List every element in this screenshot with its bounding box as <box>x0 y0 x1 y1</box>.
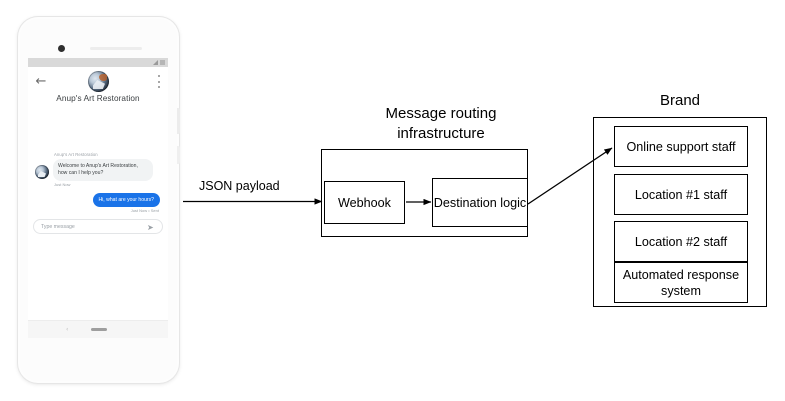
brand-item-automated-response: Automated response system <box>614 262 748 303</box>
power-button[interactable] <box>177 108 180 134</box>
json-payload-label: JSON payload <box>199 179 280 193</box>
brand-item-location-2: Location #2 staff <box>614 221 748 262</box>
send-icon[interactable]: ➤ <box>147 222 154 232</box>
front-camera-icon <box>58 45 65 52</box>
phone-screen: ← Anup's Art Restoration Anup's Art Rest… <box>28 58 168 338</box>
kebab-menu-icon[interactable] <box>157 75 160 88</box>
outgoing-message-timestamp: Just Now • Sent <box>130 208 159 213</box>
nav-home-pill[interactable] <box>91 328 107 331</box>
status-bar-icons <box>153 60 165 65</box>
message-avatar <box>35 165 49 179</box>
incoming-message-timestamp: Just Now <box>54 182 71 187</box>
webhook-node: Webhook <box>324 181 405 224</box>
message-input[interactable]: Type message ➤ <box>33 219 163 234</box>
business-avatar <box>88 71 109 92</box>
brand-item-online-support: Online support staff <box>614 126 748 167</box>
destination-logic-node: Destination logic <box>432 178 528 227</box>
battery-icon <box>160 60 165 65</box>
android-nav-bar: ‹ <box>28 320 168 338</box>
incoming-message-bubble: Welcome to Anup's Art Restoration, how c… <box>53 159 153 181</box>
chat-app-bar: ← Anup's Art Restoration <box>28 67 168 121</box>
nav-back-icon[interactable]: ‹ <box>66 326 69 333</box>
brand-title: Brand <box>659 92 701 109</box>
business-name: Anup's Art Restoration <box>56 94 140 103</box>
volume-button[interactable] <box>177 146 180 164</box>
wifi-icon <box>153 60 158 65</box>
outgoing-message-bubble: Hi, what are your hours? <box>92 193 160 207</box>
back-arrow-icon[interactable]: ← <box>35 74 47 89</box>
infrastructure-title: Message routing infrastructure <box>385 105 497 142</box>
status-bar <box>28 58 168 67</box>
phone-speaker-grille <box>90 47 142 50</box>
message-sender-label: Anup's Art Restoration <box>54 152 98 157</box>
brand-item-location-1: Location #1 staff <box>614 174 748 215</box>
chat-thread: Anup's Art Restoration Welcome to Anup's… <box>28 121 168 316</box>
message-input-placeholder: Type message <box>41 224 75 230</box>
